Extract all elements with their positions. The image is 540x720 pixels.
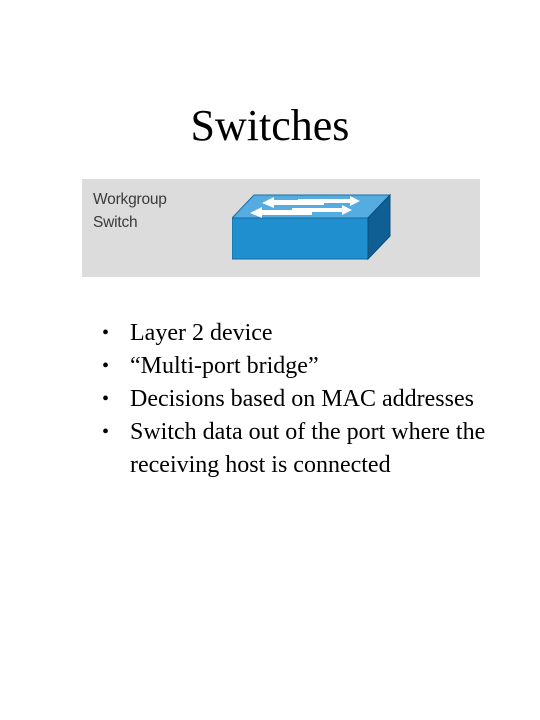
bullet-item: • Decisions based on MAC addresses — [98, 383, 498, 416]
bullet-text: “Multi-port bridge” — [130, 353, 319, 379]
bullet-dot: • — [102, 322, 110, 344]
bullet-dot: • — [102, 355, 110, 377]
workgroup-switch-icon — [232, 193, 392, 261]
bullet-dot: • — [102, 421, 110, 443]
device-image-panel: Workgroup Switch — [82, 179, 480, 277]
device-label-line2: Switch — [93, 214, 138, 231]
bullet-text: Layer 2 device — [130, 320, 273, 346]
device-label: Workgroup Switch — [93, 188, 167, 234]
slide-title: Switches — [190, 101, 350, 150]
bullet-list: • Layer 2 device • “Multi-port bridge” •… — [98, 317, 498, 482]
device-label-line1: Workgroup — [93, 191, 167, 208]
bullet-text: Decisions based on MAC addresses — [130, 386, 474, 412]
bullet-text: Switch data out of the port where the re… — [130, 419, 486, 478]
bullet-item: • “Multi-port bridge” — [98, 350, 498, 383]
bullet-item: • Switch data out of the port where the … — [98, 416, 498, 482]
bullet-item: • Layer 2 device — [98, 317, 498, 350]
bullet-dot: • — [102, 388, 110, 410]
